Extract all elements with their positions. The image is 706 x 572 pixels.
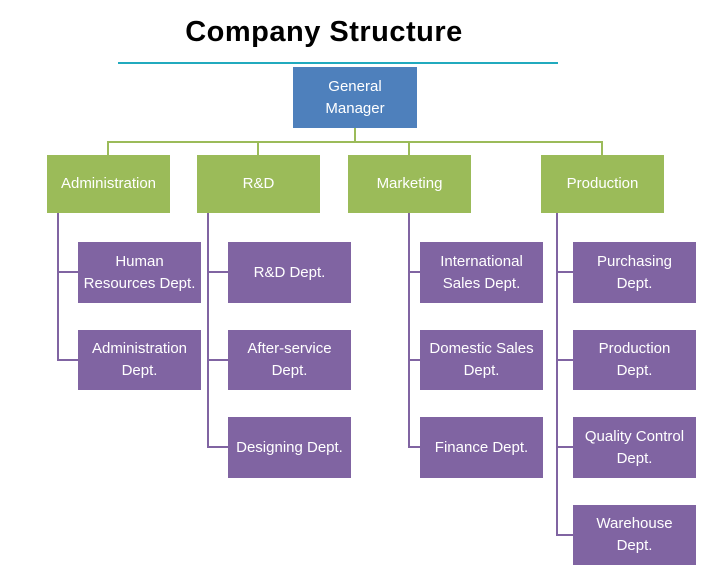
page-title: Company Structure — [185, 16, 463, 48]
node-rd-dept: R&D Dept. — [228, 242, 351, 303]
connector-level1-bar — [107, 141, 603, 143]
title-underline — [118, 62, 558, 64]
connector-elbow — [57, 271, 78, 273]
connector-drop-administration — [107, 141, 109, 155]
connector-elbow — [207, 446, 228, 448]
node-international-sales-dept: International Sales Dept. — [420, 242, 543, 303]
node-warehouse-dept: Warehouse Dept. — [573, 505, 696, 565]
connector-drop-rd — [257, 141, 259, 155]
connector-elbow — [556, 359, 573, 361]
node-production: Production — [541, 155, 664, 213]
node-purchasing-dept: Purchasing Dept. — [573, 242, 696, 303]
connector-spine-rd — [207, 213, 209, 448]
node-rd: R&D — [197, 155, 320, 213]
node-administration-dept: Administration Dept. — [78, 330, 201, 390]
connector-spine-administration — [57, 213, 59, 361]
node-after-service-dept: After-service Dept. — [228, 330, 351, 390]
connector-spine-production — [556, 213, 558, 536]
connector-elbow — [556, 534, 573, 536]
connector-elbow — [207, 271, 228, 273]
node-production-dept: Production Dept. — [573, 330, 696, 390]
connector-drop-marketing — [408, 141, 410, 155]
connector-drop-production — [601, 141, 603, 155]
connector-elbow — [556, 446, 573, 448]
node-quality-control-dept: Quality Control Dept. — [573, 417, 696, 478]
node-administration: Administration — [47, 155, 170, 213]
connector-elbow — [207, 359, 228, 361]
connector-elbow — [57, 359, 78, 361]
connector-elbow — [556, 271, 573, 273]
node-human-resources-dept: Human Resources Dept. — [78, 242, 201, 303]
node-finance-dept: Finance Dept. — [420, 417, 543, 478]
connector-elbow — [408, 271, 420, 273]
node-domestic-sales-dept: Domestic Sales Dept. — [420, 330, 543, 390]
node-general-manager: General Manager — [293, 67, 417, 128]
connector-elbow — [408, 446, 420, 448]
node-designing-dept: Designing Dept. — [228, 417, 351, 478]
connector-spine-marketing — [408, 213, 410, 448]
node-marketing: Marketing — [348, 155, 471, 213]
connector-elbow — [408, 359, 420, 361]
connector-gm-drop — [354, 128, 356, 141]
